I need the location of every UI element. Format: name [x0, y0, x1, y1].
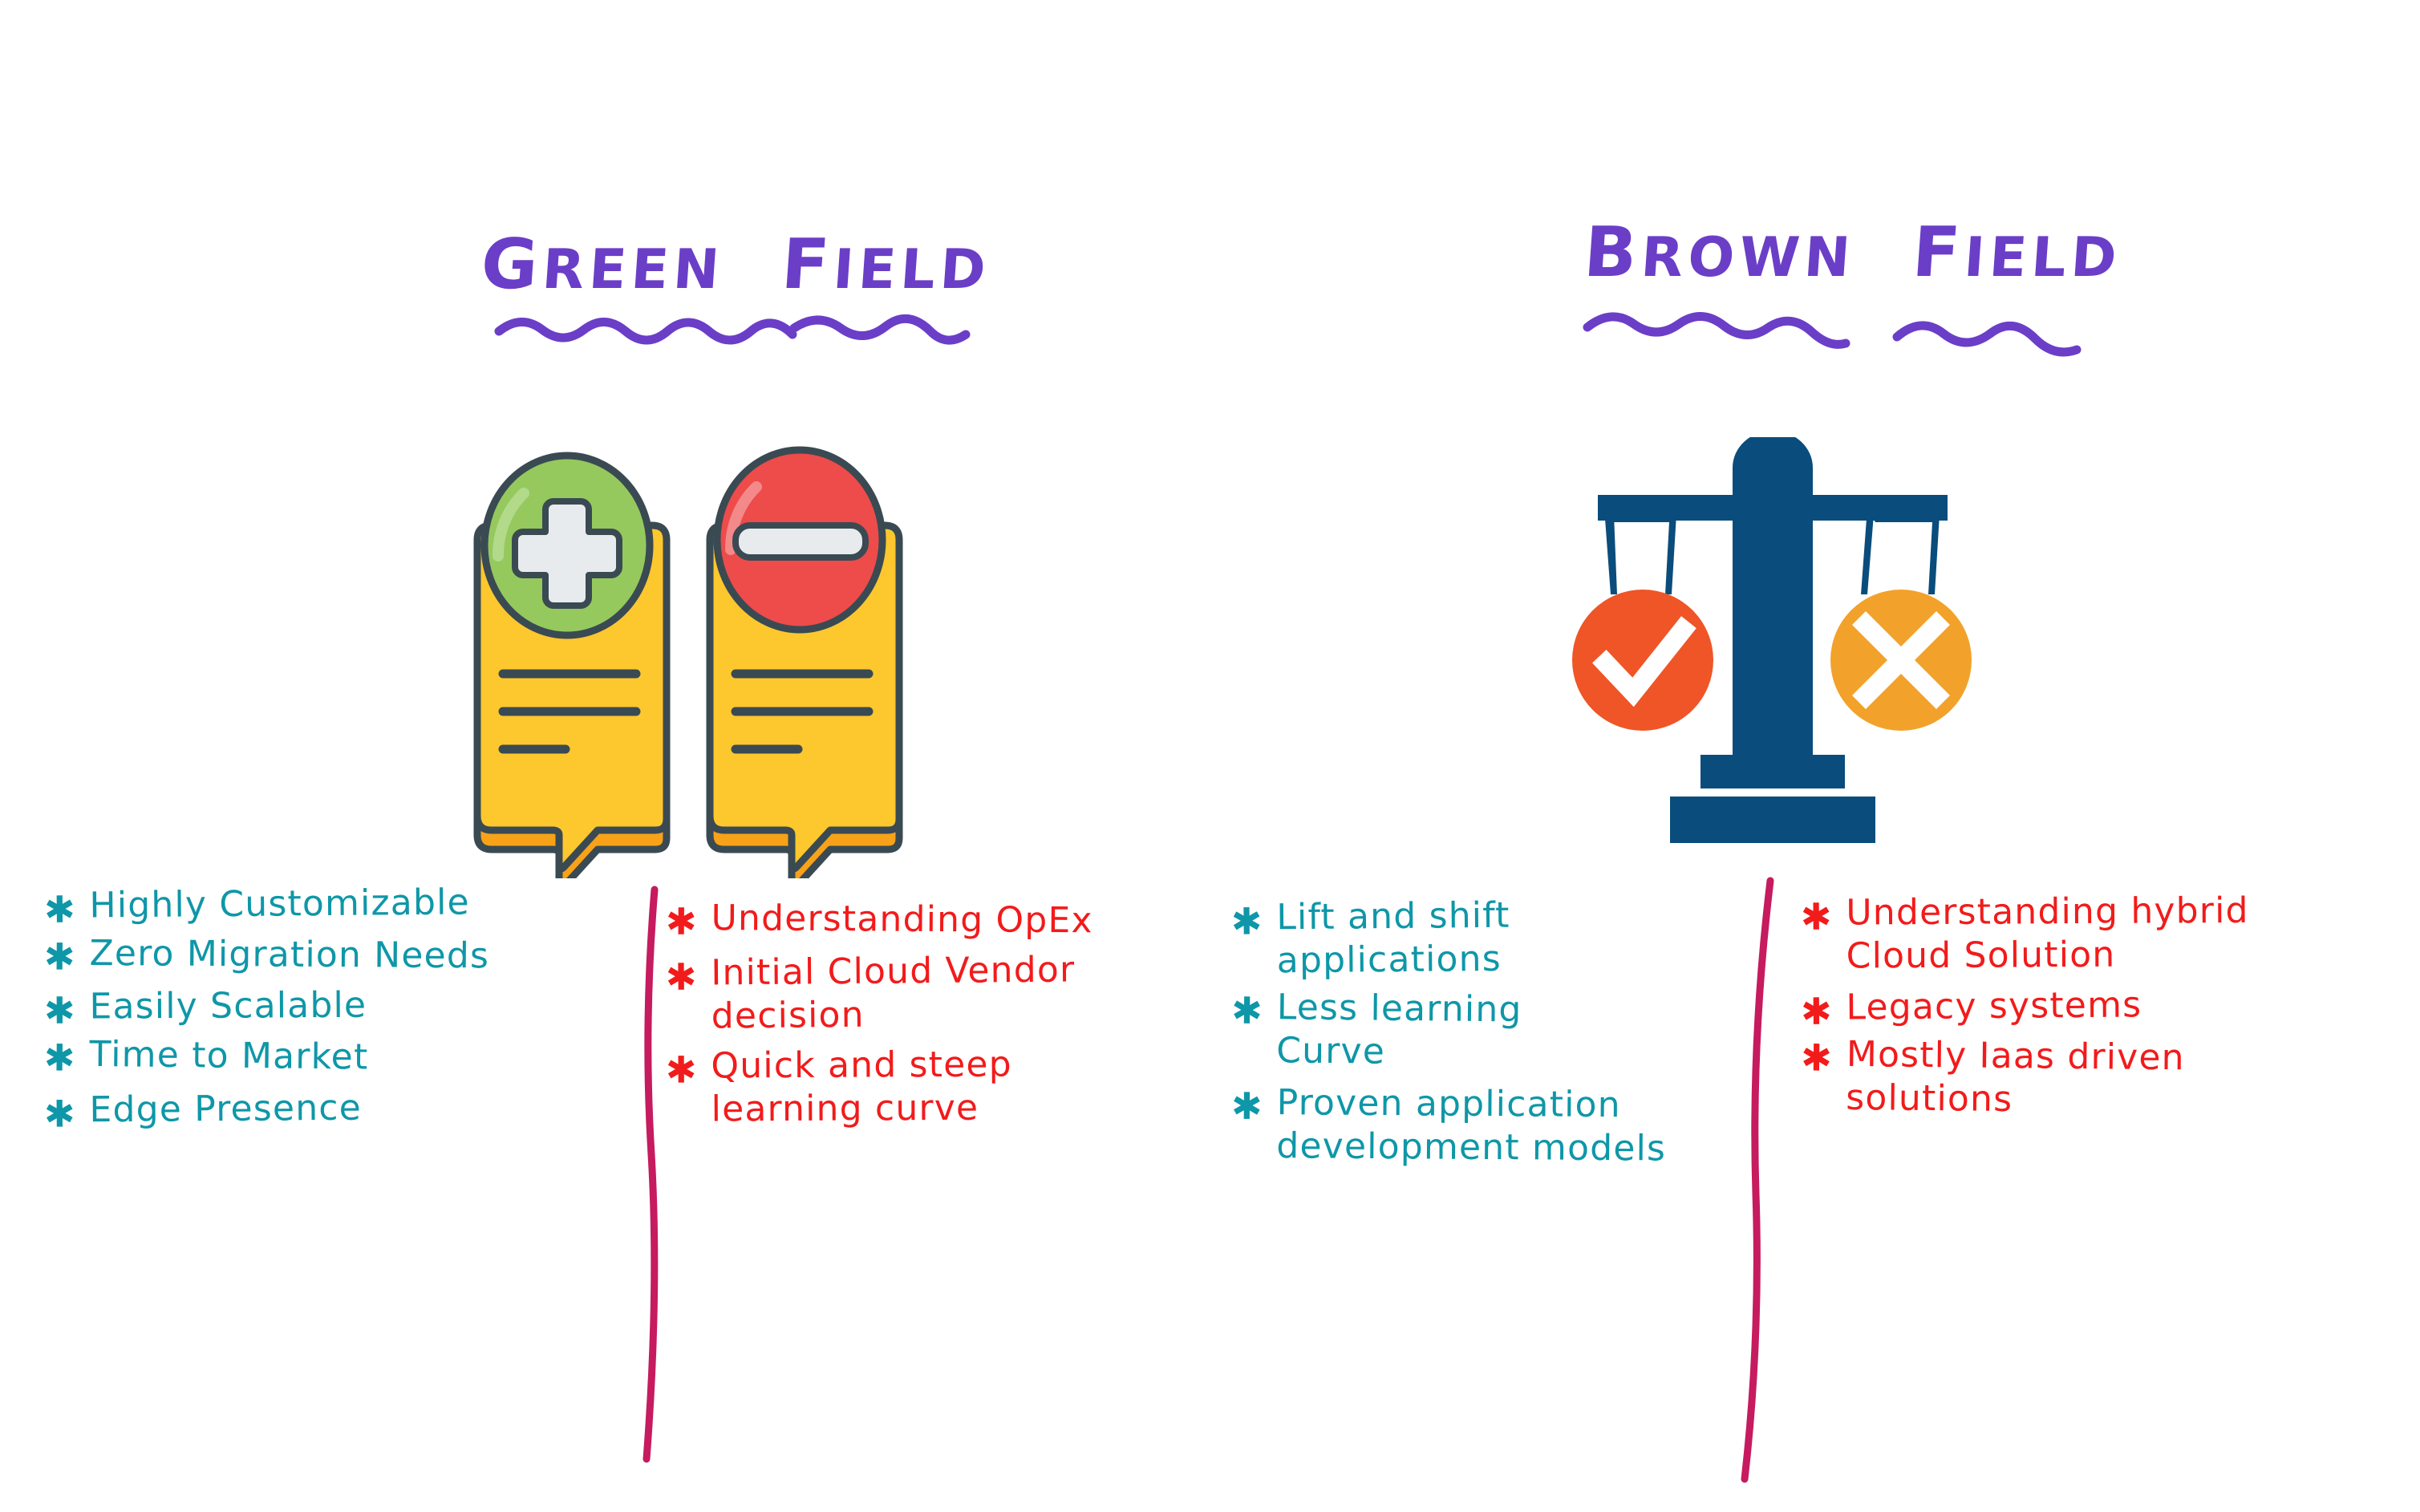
note-minus [706, 446, 903, 878]
note-plus [473, 452, 671, 878]
list-item-label: Highly Customizable [89, 882, 471, 926]
list-item[interactable]: ✱ Mostly Iaas driven solutions [1800, 1032, 2362, 1125]
title-brown-field-field: F [1910, 213, 1968, 293]
list-item-label: Edge Presence [89, 1087, 363, 1130]
title-brown-field-text: B [1581, 213, 1645, 293]
scale-yoke-right [1866, 505, 1943, 522]
asterisk-bullet-icon: ✱ [665, 1048, 697, 1092]
list-item[interactable]: ✱ Quick and steep learning curve [666, 1042, 1212, 1131]
asterisk-bullet-icon: ✱ [43, 887, 75, 932]
asterisk-bullet-icon: ✱ [43, 1036, 75, 1080]
list-item-label: Quick and steep learning curve [711, 1044, 1012, 1130]
title-green-field-text-rest: REEN [540, 238, 727, 302]
asterisk-bullet-icon: ✱ [665, 899, 697, 943]
title-green-field-field: F [779, 225, 837, 305]
asterisk-bullet-icon: ✱ [665, 955, 697, 999]
asterisk-bullet-icon: ✱ [1230, 899, 1263, 943]
title-green-field-field-rest: IELD [831, 238, 993, 302]
list-item-label: Lift and shift applications [1276, 894, 1510, 981]
plus-icon [512, 498, 622, 609]
asterisk-bullet-icon: ✱ [1230, 988, 1263, 1033]
list-item[interactable]: ✱ Proven application development models [1231, 1080, 1745, 1170]
scale-string-left [1604, 508, 1617, 594]
list-item[interactable]: ✱ Understanding OpEx [666, 897, 1211, 943]
list-item[interactable]: ✱ Lift and shift applications [1231, 892, 1745, 983]
check-mark [1592, 616, 1696, 707]
list-item-label: Initial Cloud Vendor decision [711, 949, 1076, 1036]
list-item-label: Time to Market [89, 1033, 369, 1078]
list-item-label: Mostly Iaas driven solutions [1846, 1033, 2186, 1120]
cross-circle-icon [1830, 590, 1972, 731]
list-item[interactable]: ✱ Initial Cloud Vendor decision [666, 947, 1212, 1038]
title-brown-field-field-rest: IELD [1962, 226, 2124, 290]
title-green-field-text: G [478, 225, 546, 305]
list-item-label: Easily Scalable [89, 985, 367, 1028]
balance-scale-icon [1572, 437, 1972, 843]
title-brown-underline [1583, 312, 2082, 357]
scale-string-right [1861, 508, 1874, 594]
list-item-label: Understanding hybrid Cloud Solution [1846, 890, 2249, 977]
list-item[interactable]: ✱ Easily Scalable [43, 983, 606, 1033]
scale-base-upper [1700, 755, 1845, 788]
check-circle-icon [1572, 590, 1713, 731]
list-item[interactable]: ✱ Edge Presence [43, 1084, 606, 1136]
page-title-brown-field: BROWN FIELD [1582, 213, 2125, 293]
scale-post [1733, 437, 1813, 756]
list-item-label: Proven application development models [1276, 1081, 1667, 1169]
list-item-label: Less learning Curve [1276, 987, 1522, 1072]
brown-field-pros-list: ✱ Lift and shift applications ✱ Less lea… [1231, 894, 1745, 1177]
scale-yoke-left [1603, 505, 1680, 522]
cross-mark [1852, 611, 1950, 709]
list-item[interactable]: ✱ Legacy systems [1800, 982, 2362, 1034]
scale-string-left [1665, 508, 1676, 594]
scale-base-lower [1670, 797, 1875, 843]
list-item[interactable]: ✱ Zero Migration Needs [44, 931, 606, 979]
title-brown-field-text-rest: ROWN [1639, 226, 1857, 290]
list-item-label: Zero Migration Needs [89, 932, 490, 977]
list-item-label: Understanding OpEx [711, 898, 1093, 942]
title-green-underline [494, 314, 971, 345]
page-title-green-field: GREEN FIELD [479, 225, 994, 305]
asterisk-bullet-icon: ✱ [43, 988, 75, 1033]
asterisk-bullet-icon: ✱ [43, 1092, 75, 1136]
asterisk-bullet-icon: ✱ [1230, 1084, 1263, 1128]
asterisk-bullet-icon: ✱ [1800, 894, 1832, 938]
asterisk-bullet-icon: ✱ [43, 934, 75, 979]
scale-string-right [1928, 508, 1940, 594]
two-notes-plus-minus-icon [473, 446, 903, 878]
list-item[interactable]: ✱ Less learning Curve [1230, 986, 1745, 1077]
list-item[interactable]: ✱ Highly Customizable [43, 880, 606, 932]
green-field-pros-list: ✱ Highly Customizable ✱ Zero Migration N… [44, 882, 606, 1137]
list-item-label: Legacy systems [1846, 984, 2142, 1028]
minus-icon [732, 522, 869, 561]
list-item[interactable]: ✱ Understanding hybrid Cloud Solution [1801, 889, 2363, 978]
brown-field-cons-list: ✱ Understanding hybrid Cloud Solution ✱ … [1801, 890, 2362, 1129]
asterisk-bullet-icon: ✱ [1800, 1036, 1833, 1080]
asterisk-bullet-icon: ✱ [1800, 990, 1832, 1034]
green-field-cons-list: ✱ Understanding OpEx ✱ Initial Cloud Ven… [666, 898, 1211, 1137]
list-item[interactable]: ✱ Time to Market [44, 1032, 606, 1081]
